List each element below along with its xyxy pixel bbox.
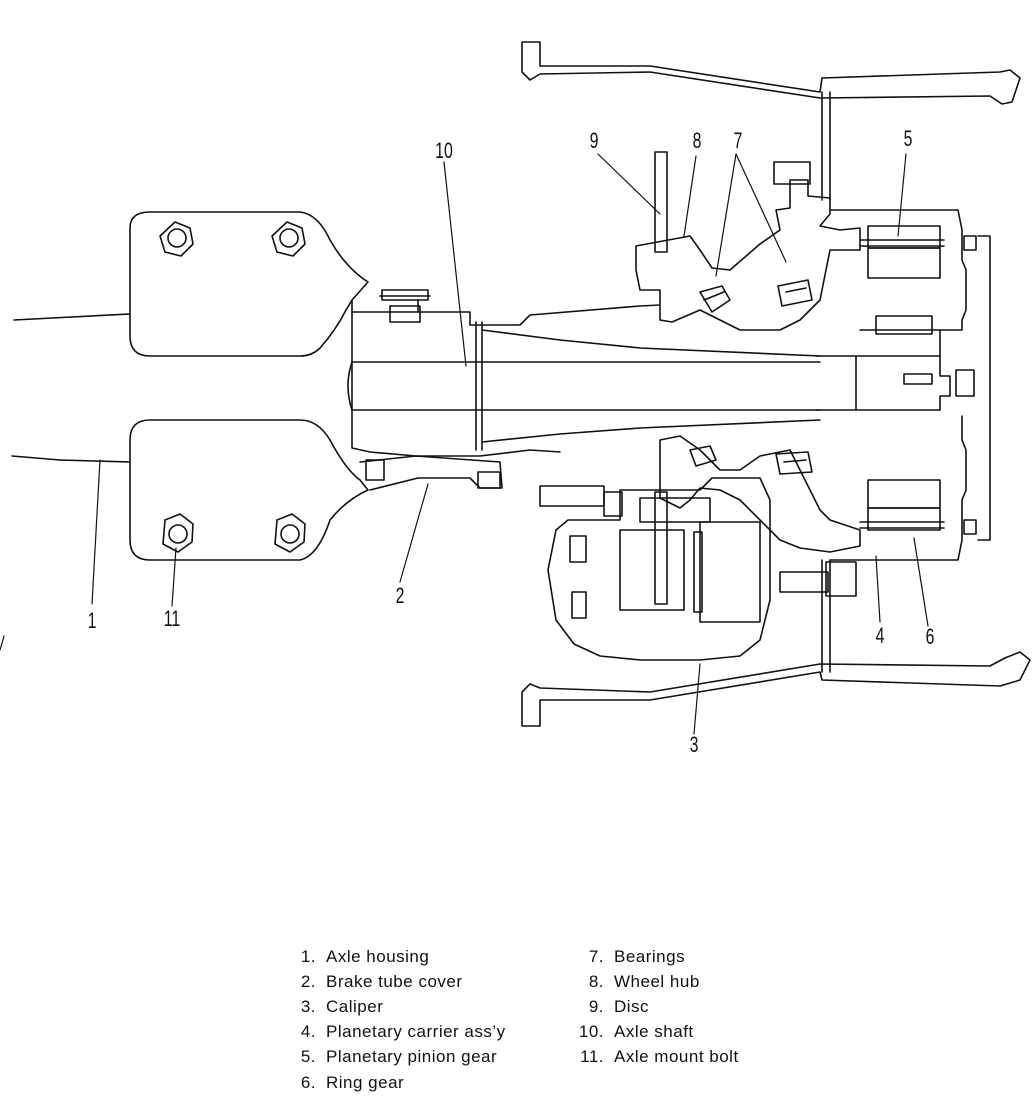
legend-label: Planetary pinion gear bbox=[326, 1047, 498, 1067]
callout-6: 6 bbox=[925, 624, 935, 649]
callout-9: 9 bbox=[589, 128, 599, 153]
wheel-hub bbox=[636, 162, 860, 596]
legend-label: Caliper bbox=[326, 996, 384, 1016]
leader-7b bbox=[736, 154, 786, 262]
legend-item: 10. Axle shaft bbox=[572, 1020, 739, 1045]
legend-number: 4. bbox=[300, 1022, 316, 1042]
legend-item: 4. Planetary carrier ass’y bbox=[288, 1020, 506, 1045]
callout-3: 3 bbox=[689, 732, 699, 757]
leader-6 bbox=[914, 538, 928, 626]
legend-number: 1. bbox=[300, 946, 316, 966]
leader-3 bbox=[694, 664, 700, 734]
legend-item: 11. Axle mount bolt bbox=[572, 1045, 739, 1070]
legend-item: 2. Brake tube cover bbox=[288, 969, 506, 994]
legend-label: Planetary carrier ass’y bbox=[326, 1022, 506, 1042]
leader-10 bbox=[444, 162, 466, 366]
leader-lines bbox=[0, 154, 928, 734]
axle-shaft bbox=[816, 356, 950, 410]
caliper bbox=[540, 478, 770, 660]
legend-item: 5. Planetary pinion gear bbox=[288, 1045, 506, 1070]
leader-5 bbox=[898, 154, 906, 236]
callout-8: 8 bbox=[692, 128, 702, 153]
legend-number: 2. bbox=[300, 971, 316, 991]
callout-7: 7 bbox=[733, 128, 743, 153]
leader-1 bbox=[92, 460, 100, 604]
callout-2: 2 bbox=[395, 583, 405, 608]
callout-10: 10 bbox=[435, 138, 453, 163]
legend-left-column: 1. Axle housing 2. Brake tube cover 3. Cali… bbox=[288, 944, 506, 1095]
wheel-rim-bottom bbox=[522, 560, 1030, 726]
legend-item: 6. Ring gear bbox=[288, 1070, 506, 1095]
legend-label: Bearings bbox=[614, 946, 686, 966]
legend-number: 3. bbox=[300, 996, 316, 1016]
legend-item: 1. Axle housing bbox=[288, 944, 506, 969]
legend-right-column: 7. Bearings 8. Wheel hub 9. Disc 10. Axle sh… bbox=[572, 944, 739, 1070]
legend-item: 7. Bearings bbox=[572, 944, 739, 969]
callout-5: 5 bbox=[903, 126, 913, 151]
axle-housing-upper-mount bbox=[14, 212, 368, 356]
wheel-rim-top bbox=[522, 42, 1020, 200]
legend-label: Brake tube cover bbox=[326, 971, 463, 991]
axle-housing-tube bbox=[348, 290, 820, 490]
legend-item: 9. Disc bbox=[572, 994, 739, 1019]
leader-4 bbox=[876, 556, 880, 622]
legend-number: 5. bbox=[300, 1047, 316, 1067]
legend-number: 7. bbox=[588, 946, 604, 966]
legend-number: 11. bbox=[580, 1047, 604, 1067]
axle-housing-lower-mount bbox=[12, 420, 368, 560]
bearings bbox=[690, 280, 812, 474]
leader-8 bbox=[684, 156, 696, 236]
ring-gear bbox=[860, 240, 944, 528]
legend-label: Ring gear bbox=[326, 1072, 405, 1092]
leader-11 bbox=[172, 548, 176, 606]
legend-label: Axle housing bbox=[326, 946, 430, 966]
legend-number: 9. bbox=[588, 996, 604, 1016]
callout-11: 11 bbox=[163, 606, 181, 631]
callout-4: 4 bbox=[875, 623, 885, 648]
planetary-pinion-gear bbox=[830, 210, 990, 560]
legend-label: Disc bbox=[614, 996, 650, 1016]
legend-item: 3. Caliper bbox=[288, 994, 506, 1019]
legend-label: Axle shaft bbox=[614, 1022, 694, 1042]
legend-label: Axle mount bolt bbox=[614, 1047, 739, 1067]
callout-1: 1 bbox=[87, 608, 97, 633]
legend-number: 8. bbox=[588, 971, 604, 991]
legend-number: 10. bbox=[578, 1022, 604, 1042]
brake-disc bbox=[655, 152, 667, 604]
legend-number: 6. bbox=[300, 1072, 316, 1092]
leader-2 bbox=[400, 484, 428, 582]
legend-label: Wheel hub bbox=[614, 971, 700, 991]
legend-item: 8. Wheel hub bbox=[572, 969, 739, 994]
leader-7a bbox=[716, 154, 736, 276]
leader-9 bbox=[598, 154, 660, 214]
